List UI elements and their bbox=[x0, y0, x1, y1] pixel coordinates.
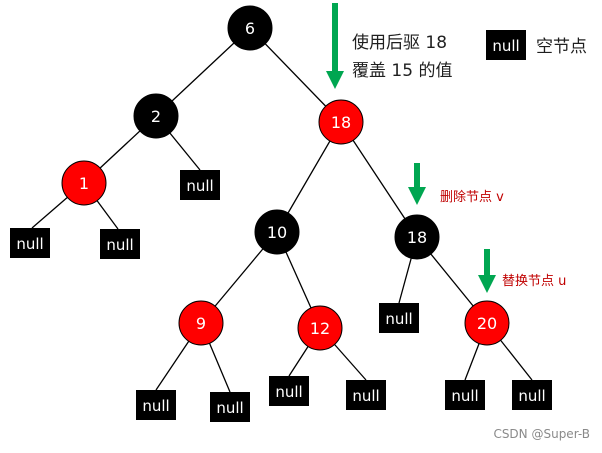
legend-null-label: null bbox=[492, 37, 519, 55]
red-node-circle bbox=[318, 99, 364, 145]
green-arrows bbox=[326, 3, 496, 293]
null-leaves: null null null null null null null null null null bbox=[10, 170, 552, 422]
node-label: 18 bbox=[331, 113, 351, 132]
tree-node: 12 bbox=[297, 305, 343, 351]
null-label: null bbox=[518, 387, 545, 405]
null-leaf: null bbox=[512, 380, 552, 410]
null-box bbox=[512, 380, 552, 410]
legend-empty-node-label: 空节点 bbox=[536, 37, 587, 57]
null-leaf: null bbox=[180, 170, 220, 200]
main-note-line2: 覆盖 15 的值 bbox=[352, 61, 452, 81]
tree-node: 9 bbox=[178, 300, 224, 346]
annotations: 使用后驱 18 覆盖 15 的值 null 空节点 删除节点 v 替换节点 u … bbox=[352, 30, 590, 441]
tree-node: 20 bbox=[464, 300, 510, 346]
null-box bbox=[445, 380, 485, 410]
edge-18-18 bbox=[340, 121, 418, 238]
tree-node: 18 bbox=[318, 99, 364, 145]
null-label: null bbox=[106, 236, 133, 254]
legend-null-box bbox=[486, 30, 526, 60]
null-leaf: null bbox=[100, 229, 140, 259]
node-label: 2 bbox=[151, 107, 161, 126]
red-node-circle bbox=[178, 300, 224, 346]
red-node-circle bbox=[297, 305, 343, 351]
null-box bbox=[346, 380, 386, 410]
tree-node: 6 bbox=[227, 5, 273, 51]
null-leaf: null bbox=[445, 380, 485, 410]
null-label: null bbox=[16, 235, 43, 253]
black-node-circle bbox=[394, 214, 440, 260]
null-label: null bbox=[275, 383, 302, 401]
tree-node: 1 bbox=[61, 160, 107, 206]
null-box bbox=[210, 392, 250, 422]
tree-node: 2 bbox=[133, 93, 179, 139]
null-box bbox=[10, 228, 50, 258]
red-node-circle bbox=[61, 160, 107, 206]
null-label: null bbox=[216, 399, 243, 417]
null-leaf: null bbox=[210, 392, 250, 422]
null-box bbox=[379, 303, 419, 333]
null-box bbox=[100, 229, 140, 259]
tree-edges bbox=[31, 27, 533, 393]
null-leaf: null bbox=[346, 380, 386, 410]
node-label: 20 bbox=[477, 314, 497, 333]
red-node-circle bbox=[464, 300, 510, 346]
replace-node-note: 替换节点 u bbox=[502, 274, 566, 289]
main-note-line1: 使用后驱 18 bbox=[352, 32, 447, 53]
delete-node-note: 删除节点 v bbox=[440, 190, 504, 205]
node-label: 9 bbox=[196, 314, 206, 333]
tree-node: 18 bbox=[394, 214, 440, 260]
null-leaf: null bbox=[269, 376, 309, 406]
node-label: 6 bbox=[245, 19, 255, 38]
null-leaf: null bbox=[379, 303, 419, 333]
null-box bbox=[136, 390, 176, 420]
node-label: 12 bbox=[310, 319, 330, 338]
black-node-circle bbox=[254, 209, 300, 255]
null-label: null bbox=[451, 387, 478, 405]
null-box bbox=[269, 376, 309, 406]
null-box bbox=[180, 170, 220, 200]
null-leaf: null bbox=[136, 390, 176, 420]
null-label: null bbox=[186, 177, 213, 195]
tree-node: 10 bbox=[254, 209, 300, 255]
null-label: null bbox=[385, 310, 412, 328]
black-node-circle bbox=[227, 5, 273, 51]
watermark: CSDN @Super-B bbox=[493, 427, 590, 441]
black-node-circle bbox=[133, 93, 179, 139]
node-label: 1 bbox=[79, 174, 89, 193]
null-leaf: null bbox=[10, 228, 50, 258]
node-label: 18 bbox=[407, 228, 427, 247]
null-label: null bbox=[142, 397, 169, 415]
node-label: 10 bbox=[267, 223, 287, 242]
tree-nodes: 6 2 18 1 10 18 9 12 20 bbox=[61, 5, 510, 351]
null-label: null bbox=[352, 387, 379, 405]
